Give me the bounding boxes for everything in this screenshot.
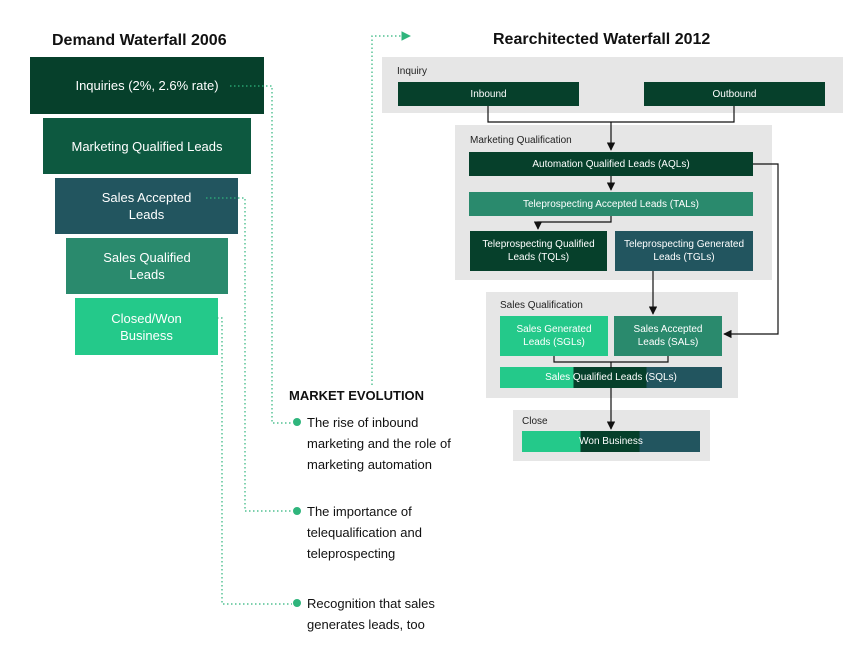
node-won-label: Won Business	[579, 436, 643, 447]
node-sal: Sales Accepted Leads (SALs)	[614, 316, 722, 356]
bullet-dot-3	[293, 599, 301, 607]
sales-join-line	[553, 356, 669, 363]
stage-closed-won-label: Closed/Won Business	[111, 310, 182, 343]
node-outbound: Outbound	[644, 82, 825, 106]
node-sal-label: Sales Accepted Leads (SALs)	[633, 324, 703, 348]
stage-inquiries-label: Inquiries (2%, 2.6% rate)	[75, 78, 219, 93]
evolution-title: MARKET EVOLUTION	[289, 388, 425, 403]
node-tal-label: Teleprospecting Accepted Leads (TALs)	[522, 198, 700, 210]
stage-sql-label: Sales Qualified Leads	[103, 250, 191, 282]
inquiry-join-line	[487, 106, 735, 123]
panel-sales-label: Sales Qualification	[500, 300, 583, 311]
stage-inquiries: Inquiries (2%, 2.6% rate)	[30, 57, 264, 114]
dotted-connector-2	[206, 197, 292, 512]
bullet-dot-1	[293, 418, 301, 426]
dotted-arrow-top	[371, 31, 411, 385]
node-inbound: Inbound	[398, 82, 579, 106]
stage-sql: Sales Qualified Leads	[66, 238, 228, 294]
node-tgl-label: Teleprospecting Generated Leads (TGLs)	[623, 239, 745, 263]
node-aql: Automation Qualified Leads (AQLs)	[469, 152, 753, 176]
dotted-connector-1	[230, 85, 292, 424]
panel-marketing-label: Marketing Qualification	[470, 135, 572, 146]
stage-sal: Sales Accepted Leads	[55, 178, 238, 234]
node-tal: Teleprospecting Accepted Leads (TALs)	[469, 192, 753, 216]
node-tql: Teleprospecting Qualified Leads (TQLs)	[470, 231, 607, 271]
right-title: Rearchitected Waterfall 2012	[493, 31, 711, 48]
node-sql-label: Sales Qualified Leads (SQLs)	[545, 372, 677, 383]
panel-inquiry-label: Inquiry	[397, 66, 428, 77]
node-outbound-label: Outbound	[712, 88, 757, 100]
stage-mql-label: Marketing Qualified Leads	[71, 138, 223, 154]
left-title: Demand Waterfall 2006	[52, 32, 227, 49]
node-sql: Sales Qualified Leads (SQLs)	[500, 367, 722, 388]
evolution-item-2: The importance of telequalification and …	[307, 504, 422, 561]
dotted-connector-3	[217, 317, 292, 605]
node-tql-label: Teleprospecting Qualified Leads (TQLs)	[482, 239, 595, 263]
stage-mql: Marketing Qualified Leads	[43, 118, 251, 174]
arrow-to-tql	[533, 216, 612, 230]
arrow-aql-to-sal	[723, 163, 779, 339]
bullet-dot-2	[293, 507, 301, 515]
node-sgl-label: Sales Generated Leads (SGLs)	[516, 324, 592, 348]
panel-close-label: Close	[522, 416, 548, 427]
stage-sal-label: Sales Accepted Leads	[101, 190, 192, 222]
node-won: Won Business	[522, 431, 700, 452]
node-inbound-label: Inbound	[470, 88, 507, 100]
evolution-item-3: Recognition that sales generates leads, …	[307, 596, 435, 632]
stage-closed-won: Closed/Won Business	[75, 298, 218, 355]
node-sgl: Sales Generated Leads (SGLs)	[500, 316, 608, 356]
node-aql-label: Automation Qualified Leads (AQLs)	[532, 158, 690, 170]
node-tgl: Teleprospecting Generated Leads (TGLs)	[615, 231, 753, 271]
evolution-item-1: The rise of inbound marketing and the ro…	[307, 415, 451, 472]
